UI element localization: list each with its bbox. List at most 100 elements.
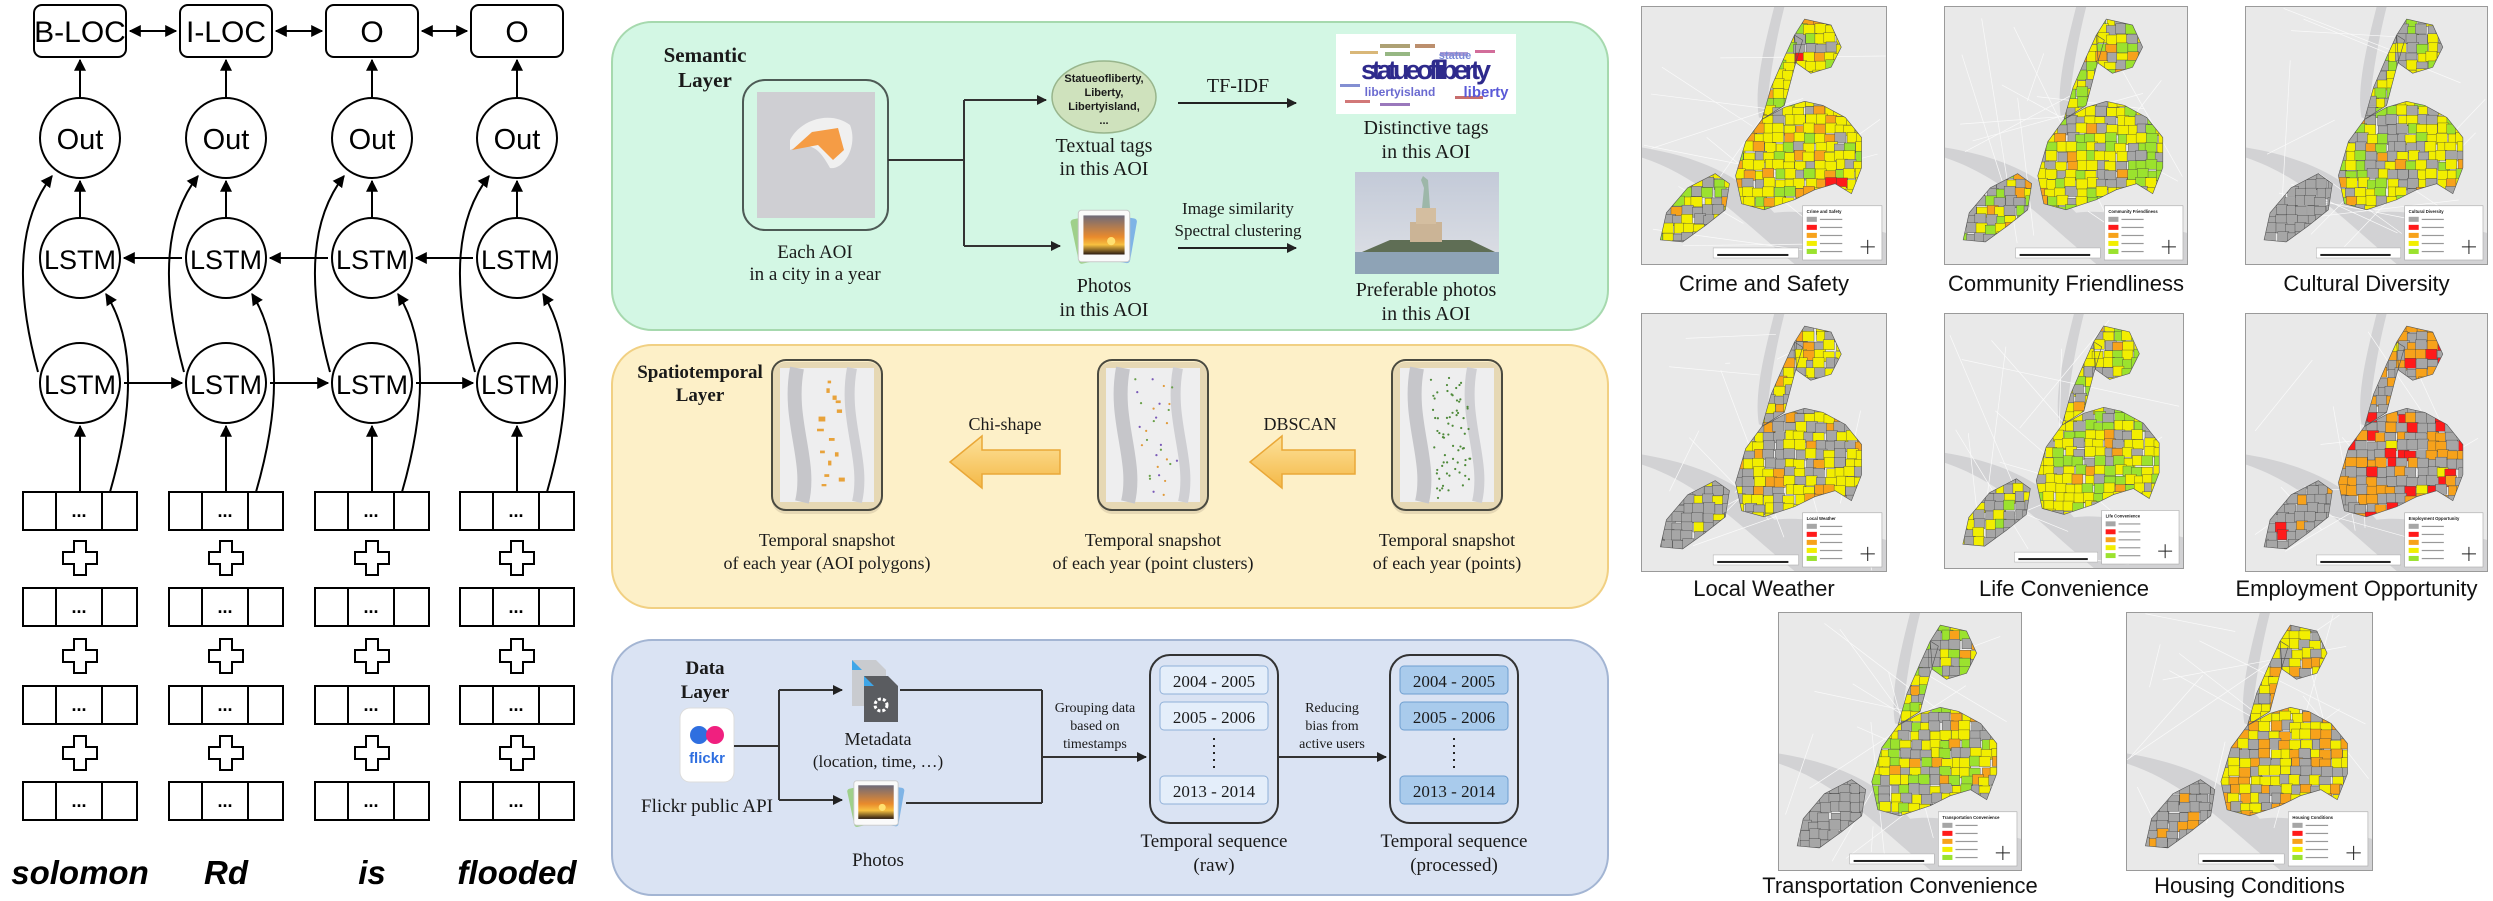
- map-region: [1813, 123, 1826, 135]
- out-label: Out: [203, 124, 250, 156]
- map-region: [1805, 448, 1817, 459]
- cell-ellipsis: ...: [217, 695, 232, 715]
- embedding-vector: ...: [459, 781, 575, 821]
- out-node: [476, 97, 558, 179]
- photo-point: [1447, 376, 1451, 380]
- map-region: [2115, 23, 2127, 35]
- embedding-vector: ...: [314, 587, 430, 627]
- map-region: [1703, 502, 1716, 513]
- photo-point: [1447, 489, 1450, 492]
- map-region: [1772, 421, 1784, 432]
- reducing-label-line1: Reducing: [1305, 701, 1359, 716]
- photo-point: [1446, 389, 1449, 393]
- map-region: [2395, 123, 2408, 134]
- legend-swatch: [2408, 224, 2419, 230]
- map-region: [2076, 86, 2089, 98]
- embedding-vector: ...: [22, 491, 138, 531]
- forward-lstm-node: [39, 342, 121, 424]
- grouping-label-line1: Grouping data: [1055, 701, 1136, 716]
- photo-point: [1442, 461, 1445, 464]
- tag-box: [179, 4, 273, 58]
- out-label: Out: [57, 124, 104, 156]
- photo-point: [1436, 496, 1440, 500]
- map-region: [1762, 167, 1774, 179]
- aoi-polygon: [838, 477, 845, 482]
- map-region: [2445, 159, 2457, 170]
- map-region: [2065, 141, 2078, 152]
- photo-point: [1139, 402, 1143, 405]
- map-region: [1764, 457, 1777, 469]
- input-arrow-to-backward: [542, 292, 567, 493]
- tag-label: O: [360, 16, 383, 49]
- photo-point: [1446, 461, 1449, 464]
- plus-icon: [499, 638, 535, 674]
- embedding-vector: ...: [22, 587, 138, 627]
- photo-point: [1448, 474, 1451, 477]
- tag-box: [470, 4, 564, 58]
- map-region: [1833, 457, 1846, 468]
- grouping-label-line2: based on: [1070, 719, 1119, 734]
- embedding-vector: ...: [314, 491, 430, 531]
- data-title-line1: Data: [685, 658, 725, 679]
- map-region: [1815, 422, 1828, 434]
- photo-point: [1435, 472, 1438, 475]
- map-region: [1772, 159, 1784, 170]
- photo-point: [1155, 416, 1158, 419]
- tag-label: O: [505, 16, 528, 49]
- photo-point: [1457, 449, 1460, 452]
- map-region: [1822, 339, 1835, 350]
- map-region: [2158, 132, 2163, 144]
- lstm-label: LSTM: [190, 245, 262, 275]
- legend-swatch: [1806, 216, 1817, 222]
- map-region: [1691, 186, 1703, 197]
- photo-point: [1438, 431, 1441, 435]
- map-region: [2045, 169, 2057, 180]
- lstm-label: LSTM: [481, 245, 553, 275]
- photo-point: [1460, 426, 1463, 430]
- map-region: [1793, 132, 1806, 143]
- map-region: [2064, 186, 2077, 197]
- plus-icon: [499, 735, 535, 771]
- plus-icon: [354, 638, 390, 674]
- snapshot-map-frame: [1097, 359, 1209, 514]
- out-node: [331, 97, 413, 179]
- raw-item: 2013 - 2014: [1173, 782, 1256, 801]
- scale-bar: [2015, 247, 2101, 259]
- photo-point: [1455, 409, 1458, 412]
- photo-point: [1466, 407, 1469, 410]
- map-region: [1701, 187, 1713, 198]
- photo-point: [1152, 490, 1155, 493]
- flickr-branch-connector: [734, 685, 843, 805]
- embedding-vector: ...: [168, 491, 284, 531]
- map-region: [1986, 214, 1998, 225]
- plus-icon: [62, 735, 98, 771]
- photo-point: [1159, 448, 1163, 451]
- map-region: [2375, 143, 2387, 155]
- north-arrow-icon: [1860, 239, 1875, 254]
- map-region: [2425, 51, 2438, 62]
- tag-item: ...: [1099, 115, 1108, 127]
- map-region: [2397, 169, 2409, 180]
- plus-icon: [354, 735, 390, 771]
- map-region: [2457, 159, 2463, 170]
- similarity-label-line2: Spectral clustering: [1175, 221, 1302, 240]
- map-region: [1782, 141, 1795, 153]
- map-region: [1772, 122, 1784, 134]
- map-region: [1702, 204, 1715, 215]
- photo-point: [1436, 417, 1439, 420]
- map-region: [2366, 168, 2379, 179]
- aoi-frame: [742, 79, 889, 231]
- map-region: [2408, 150, 2420, 161]
- map-region: [1774, 187, 1786, 198]
- legend-swatch: [2108, 232, 2119, 238]
- map-region: [1752, 206, 1765, 210]
- map-region: [2304, 195, 2316, 206]
- out-node: [39, 97, 121, 179]
- aoi-image: [757, 92, 875, 218]
- embedding-vector: ...: [459, 685, 575, 725]
- map-region: [1783, 439, 1795, 450]
- map-region: [2076, 150, 2088, 161]
- preferable-caption-line2: in this AOI: [1382, 303, 1471, 325]
- map-region: [2045, 150, 2058, 161]
